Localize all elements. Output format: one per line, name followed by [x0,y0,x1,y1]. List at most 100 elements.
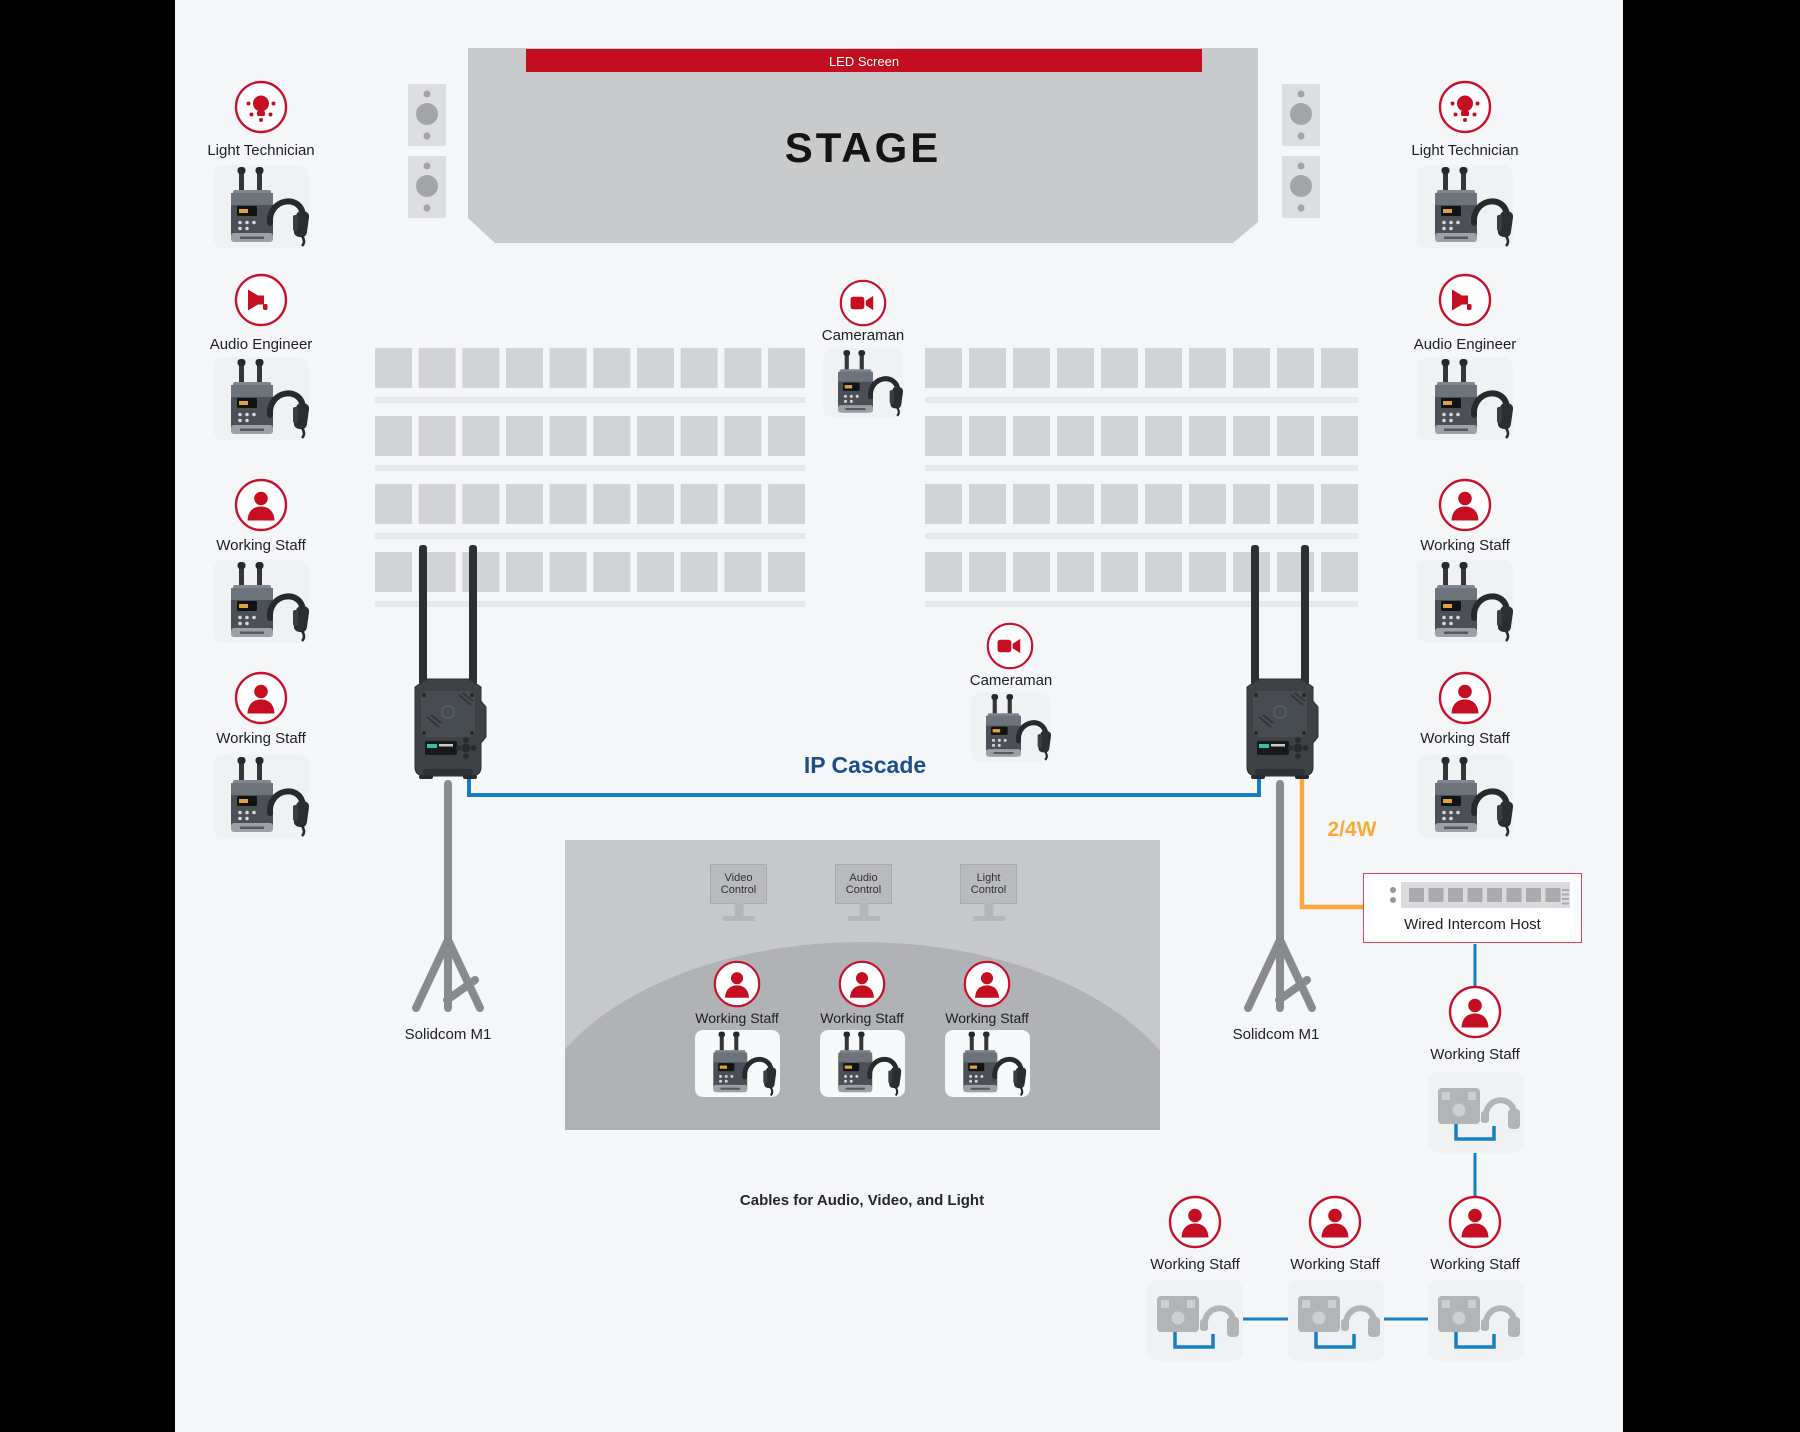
beltpack-tile [1417,165,1513,248]
wired-beltpack-tile [1147,1280,1243,1361]
stage-floor [468,48,1258,243]
working-staff-label: Working Staff [820,1010,904,1026]
seat [506,348,544,388]
seat [1321,348,1358,388]
seat [724,484,762,524]
working-staff-label: Working Staff [1430,1256,1520,1273]
seat-row-bar [925,397,1358,403]
seat-row-bar [375,601,806,607]
audience-seating [375,348,1358,607]
seat [1189,552,1226,592]
working-staff-label: Working Staff [216,537,306,554]
seat [1277,416,1314,456]
seat [768,416,806,456]
seat [1057,552,1094,592]
light-technician-icon [234,80,288,134]
beltpack-tile [1417,560,1513,643]
audio-engineer-label: Audio Engineer [1413,336,1517,353]
video-control-monitor: Video Control [710,864,767,904]
beltpack-tile [213,755,309,838]
seat-row-bar [925,533,1358,539]
working-staff-label: Working Staff [695,1010,779,1026]
seat [593,348,631,388]
seat-row-bar [375,533,806,539]
audio-engineer-label: Audio Engineer [209,336,313,353]
wired-chain-cables [1243,944,1477,1321]
working-staff-icon [1308,1195,1362,1249]
seat [462,484,500,524]
cameraman-icon [986,622,1034,670]
wired-intercom-host: Wired Intercom Host [1363,873,1582,943]
working-staff-label: Working Staff [216,730,306,747]
seat [680,416,718,456]
seat [593,484,631,524]
beltpack-tile [823,348,903,418]
light-technician-label: Light Technician [207,142,315,159]
seat [418,348,456,388]
seat [1057,348,1094,388]
seat [768,484,806,524]
seat [1233,348,1270,388]
working-staff-icon [1438,671,1492,725]
seat [1013,416,1050,456]
working-staff-label: Working Staff [1430,1046,1520,1063]
seat-row-bar [375,465,806,471]
seat [1321,416,1358,456]
seat [925,416,962,456]
cameraman-label: Cameraman [969,672,1053,689]
speaker-cones-right [1290,90,1312,212]
seat [375,416,412,456]
working-staff-label: Working Staff [1420,537,1510,554]
seat [969,484,1006,524]
beltpack-tile [971,692,1051,762]
seat [724,552,762,592]
seat [506,552,544,592]
seat [1145,484,1182,524]
stage-title: STAGE [784,124,942,171]
seat [549,552,587,592]
seat [969,552,1006,592]
seat [462,552,500,592]
seat [1101,484,1138,524]
beltpack-tile [695,1030,780,1097]
wired-beltpack-tile [1288,1280,1384,1361]
light-control-monitor: Light Control [960,864,1017,904]
seat [680,552,718,592]
seat [462,416,500,456]
beltpack-tile [213,560,309,643]
beltpack-tile [820,1030,905,1097]
seat [969,348,1006,388]
seat [1145,552,1182,592]
led-screen-label: LED Screen [828,54,900,69]
working-staff-icon [713,960,761,1008]
working-staff-icon [234,671,288,725]
seat [1145,348,1182,388]
seat [768,552,806,592]
rack-unit-icon [1388,881,1570,909]
working-staff-icon [963,960,1011,1008]
beltpack-tile [213,165,309,248]
seat [1189,348,1226,388]
seat-row-bar [925,601,1358,607]
working-staff-icon [1168,1195,1222,1249]
seat [969,416,1006,456]
seat [1189,484,1226,524]
seat [462,348,500,388]
seat [1057,484,1094,524]
seat [1321,552,1358,592]
audio-control-monitor: Audio Control [835,864,892,904]
seat [593,416,631,456]
cameraman-icon [839,279,887,327]
seat [549,348,587,388]
working-staff-icon [1438,478,1492,532]
beltpack-tile [213,357,309,440]
seat [724,416,762,456]
seat [1101,552,1138,592]
beltpack-tile [1417,755,1513,838]
working-staff-label: Working Staff [1420,730,1510,747]
working-staff-icon [1448,1195,1502,1249]
seat [724,348,762,388]
seat [637,416,675,456]
ip-cascade-label: IP Cascade [803,752,927,778]
